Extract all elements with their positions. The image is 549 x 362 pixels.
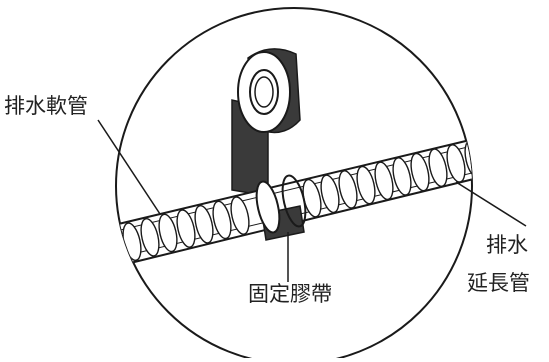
hose-ring xyxy=(320,174,340,214)
label-drain-hose: 排水軟管 xyxy=(4,94,88,118)
hose-ring xyxy=(194,204,214,244)
hose-ring xyxy=(176,209,196,248)
hose-ring xyxy=(428,148,448,188)
hose-ring xyxy=(392,157,412,196)
hose-ring xyxy=(212,200,232,240)
hose-ring xyxy=(446,144,466,183)
hose-ring xyxy=(140,217,160,257)
label-fixing-tape: 固定膠帶 xyxy=(248,282,332,306)
leader-drain-hose xyxy=(97,119,161,215)
hose-ring xyxy=(356,165,376,205)
leader-extension xyxy=(455,181,527,227)
hose-ring xyxy=(158,213,178,253)
hose-ring xyxy=(230,196,250,235)
label-extension-line2: 延長管 xyxy=(467,271,530,295)
hose-joint xyxy=(255,180,281,234)
hose-ring xyxy=(338,170,358,209)
hose-ring xyxy=(374,161,394,201)
hose-ring xyxy=(410,152,430,192)
label-extension-line1: 排水 xyxy=(486,233,528,257)
